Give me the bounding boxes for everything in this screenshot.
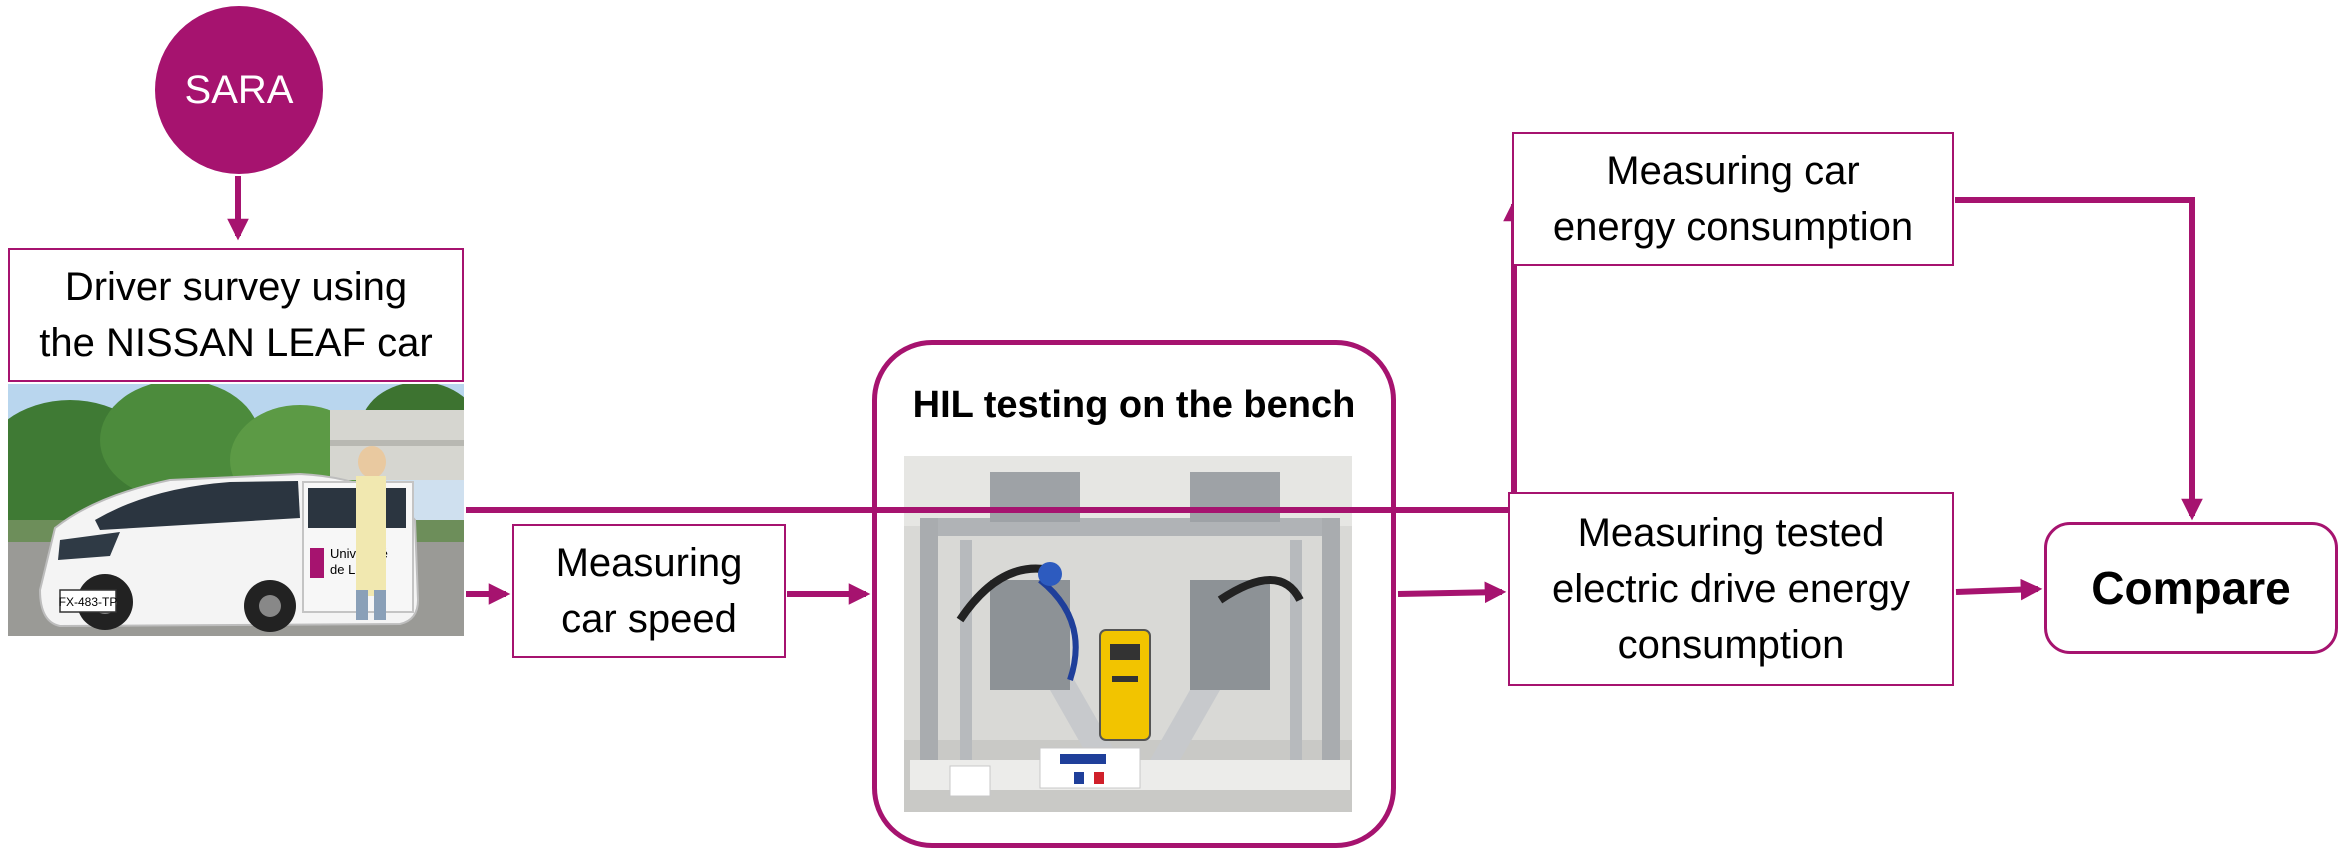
car-speed-line-1: Measuring bbox=[555, 541, 743, 585]
license-plate: FX-483-TP bbox=[59, 595, 118, 609]
sara-node: SARA bbox=[155, 6, 323, 174]
drive-energy-line-3: consumption bbox=[1617, 623, 1845, 667]
drive-energy-line-2: electric drive energy bbox=[1552, 567, 1910, 611]
car-energy-box: Measuring car energy consumption bbox=[1512, 132, 1954, 266]
hil-title: HIL testing on the bench bbox=[912, 384, 1356, 426]
driver-survey-line-1: Driver survey using bbox=[64, 265, 408, 309]
compare-label: Compare bbox=[2091, 562, 2291, 614]
drive-energy-line-1: Measuring tested bbox=[1577, 511, 1885, 555]
driver-survey-box: Driver survey using the NISSAN LEAF car bbox=[8, 248, 464, 382]
sara-label: SARA bbox=[184, 67, 294, 112]
arrow-car-energy-to-compare bbox=[1955, 197, 2203, 521]
driver-survey-line-2: the NISSAN LEAF car bbox=[39, 321, 433, 365]
arrow-drive-energy-to-compare bbox=[1955, 578, 2043, 601]
car-speed-line-2: car speed bbox=[561, 597, 737, 641]
arrow-bench-to-drive-energy bbox=[1397, 581, 1507, 604]
car-photo: FX-483-TP Université de Lille bbox=[8, 384, 464, 636]
hil-bench-frame bbox=[872, 340, 1396, 848]
bench-photo bbox=[904, 456, 1352, 812]
drive-energy-box: Measuring tested electric drive energy c… bbox=[1508, 492, 1954, 686]
compare-box: Compare bbox=[2044, 522, 2338, 654]
car-speed-box: Measuring car speed bbox=[512, 524, 786, 658]
car-energy-line-2: energy consumption bbox=[1552, 205, 1914, 249]
car-energy-line-1: Measuring car bbox=[1606, 149, 1860, 193]
